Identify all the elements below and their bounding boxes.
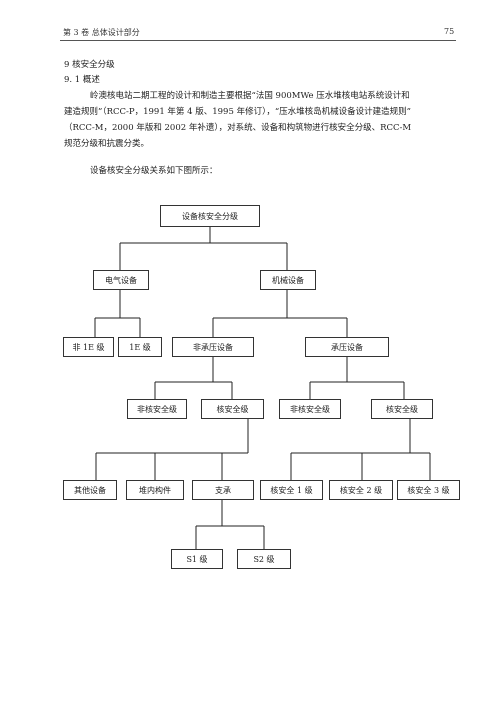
node-p-safety: 核安全级 <box>371 399 433 419</box>
node-p-non-safety: 非核安全级 <box>279 399 341 419</box>
node-safety-3: 核安全 3 级 <box>397 480 460 500</box>
diagram-intro: 设备核安全分级关系如下图所示： <box>90 166 218 176</box>
section-title: 9 核安全分级 <box>64 60 115 70</box>
header-volume-title: 第 3 卷 总体设计部分 <box>63 28 140 37</box>
node-non-pressure: 非承压设备 <box>172 337 254 357</box>
node-supports: 支承 <box>192 480 254 500</box>
node-s1: S1 级 <box>171 549 223 569</box>
paragraph-line-4: 规范分级和抗震分类。 <box>64 139 150 149</box>
paragraph-line-1: 岭澳核电站二期工程的设计和制造主要根据“法国 900MWe 压水堆核电站系统设计… <box>90 91 410 101</box>
node-root: 设备核安全分级 <box>160 205 260 227</box>
node-safety-2: 核安全 2 级 <box>329 480 393 500</box>
node-mechanical: 机械设备 <box>260 270 316 290</box>
paragraph-line-2: 建造规则”（RCC-P，1991 年第 4 版、1995 年修订），“压水堆核岛… <box>64 107 412 117</box>
node-np-non-safety: 非核安全级 <box>127 399 187 419</box>
subsection-title: 9. 1 概述 <box>64 75 100 85</box>
node-non-1e: 非 1E 级 <box>63 337 114 357</box>
header-page-number: 75 <box>444 27 455 36</box>
node-np-safety: 核安全级 <box>201 399 264 419</box>
node-reactor-internals: 堆内构件 <box>126 480 184 500</box>
node-other-equipment: 其他设备 <box>63 480 117 500</box>
node-pressure: 承压设备 <box>305 337 389 357</box>
paragraph-line-3: （RCC-M，2000 年版和 2002 年补遗），对系统、设备和构筑物进行核安… <box>64 123 412 133</box>
node-s2: S2 级 <box>237 549 291 569</box>
node-1e: 1E 级 <box>118 337 162 357</box>
node-safety-1: 核安全 1 级 <box>260 480 323 500</box>
header-rule <box>60 40 456 41</box>
node-electrical: 电气设备 <box>93 270 149 290</box>
